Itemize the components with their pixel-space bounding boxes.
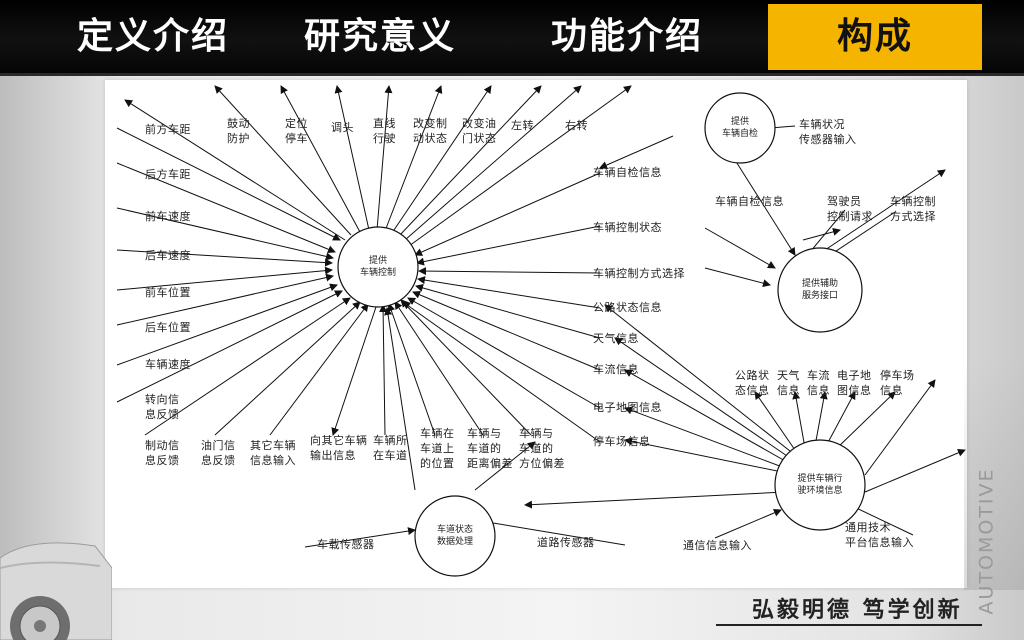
label-road-status: 公路状态信息 bbox=[593, 301, 662, 314]
label-self-check-info: 车辆自检信息 bbox=[593, 166, 662, 179]
diagram-arrows bbox=[116, 85, 966, 577]
label-control-mode-select: 车辆控制方式选择 bbox=[593, 267, 685, 280]
label-self-check-info-2: 车辆自检信息 bbox=[715, 195, 784, 208]
label-front-distance: 前方车距 bbox=[145, 123, 191, 136]
label-lane-distance: 车辆与 车道的 距离偏差 bbox=[467, 427, 513, 470]
label-steer-feedback: 转向信 息反馈 bbox=[145, 393, 180, 421]
tab-definition[interactable]: 定义介绍 bbox=[76, 16, 229, 57]
label-lane-direction: 车辆与 车道的 方位偏差 bbox=[519, 427, 565, 470]
label-brake: 鼓动 防护 bbox=[227, 117, 250, 145]
label-lane-position: 车辆在 车道上 的位置 bbox=[420, 427, 455, 470]
label-parking: 停车场信息 bbox=[593, 435, 651, 448]
label-other-vehicle-in: 其它车辆 信息输入 bbox=[250, 439, 296, 467]
node-env-info: 提供车辆行 驶环境信息 bbox=[797, 474, 843, 496]
tab-function[interactable]: 功能介绍 bbox=[550, 16, 703, 57]
label-control-mode: 车辆控制 方式选择 bbox=[890, 195, 936, 223]
label-comm-input: 通信信息输入 bbox=[683, 539, 752, 552]
label-platform-input: 通用技术 平台信息输入 bbox=[845, 521, 914, 549]
label-other-vehicle-out: 向其它车辆 输出信息 bbox=[310, 434, 368, 462]
label-svc-traffic: 车流 信息 bbox=[807, 369, 830, 397]
label-lane-location: 车辆所 在车道 bbox=[373, 434, 408, 462]
label-ctrl-state: 改变制 动状态 bbox=[413, 117, 448, 145]
label-turn: 调头 bbox=[331, 121, 354, 134]
node-vehicle-selfcheck: 提供 车辆自检 bbox=[721, 117, 758, 139]
label-throttle-feedback: 油门信 息反馈 bbox=[201, 439, 236, 467]
label-front-position: 前车位置 bbox=[145, 286, 191, 299]
top-nav-bar: 定义介绍 研究意义 功能介绍 构成 bbox=[0, 0, 1024, 76]
footer-slogan: 弘毅明德 笃学创新 bbox=[752, 597, 963, 623]
tab-composition[interactable]: 构成 bbox=[768, 4, 982, 70]
background-decoration bbox=[964, 360, 1024, 590]
label-svc-map: 电子地 图信息 bbox=[837, 369, 872, 397]
label-brake-feedback: 制动信 息反馈 bbox=[145, 439, 180, 467]
car-image bbox=[0, 542, 112, 640]
diagram-canvas: 提供 车辆控制 提供 车辆自检 提供辅助 服务接口 车道状态 数据处理 提供车辆… bbox=[105, 80, 967, 588]
node-road-data: 车道状态 数据处理 bbox=[436, 525, 473, 547]
tab-research-significance[interactable]: 研究意义 bbox=[303, 16, 456, 57]
label-control-status: 车辆控制状态 bbox=[593, 221, 662, 234]
label-throttle: 改变油 门状态 bbox=[462, 117, 497, 145]
label-svc-weather: 天气 信息 bbox=[777, 369, 800, 397]
node-vehicle-control: 提供 车辆控制 bbox=[359, 256, 396, 278]
node-assist-service: 提供辅助 服务接口 bbox=[801, 279, 838, 301]
label-front-speed: 前车速度 bbox=[145, 210, 191, 223]
label-driver-request: 驾驶员 控制请求 bbox=[827, 195, 873, 223]
label-straight: 直线 行驶 bbox=[373, 117, 396, 145]
label-svc-parking: 停车场 信息 bbox=[880, 369, 915, 397]
label-traffic: 车流信息 bbox=[593, 363, 639, 376]
label-road-sensor: 道路传感器 bbox=[537, 536, 595, 549]
footer-divider bbox=[716, 624, 982, 626]
label-vehicle-sensor: 车载传感器 bbox=[317, 538, 375, 551]
label-rear-speed: 后车速度 bbox=[145, 249, 191, 262]
label-left-turn: 左转 bbox=[511, 119, 534, 132]
label-svc-road: 公路状 态信息 bbox=[735, 369, 770, 397]
label-rear-position: 后车位置 bbox=[145, 321, 191, 334]
label-right-turn: 右转 bbox=[565, 119, 588, 132]
label-vehicle-speed: 车辆速度 bbox=[145, 358, 191, 371]
vertical-brand-text: AUTOMOTIVE bbox=[975, 467, 998, 615]
label-weather: 天气信息 bbox=[593, 332, 639, 345]
label-rear-distance: 后方车距 bbox=[145, 168, 191, 181]
label-locate: 定位 停车 bbox=[285, 117, 308, 145]
label-electronic-map: 电子地图信息 bbox=[593, 401, 662, 414]
label-status-sensor: 车辆状况 传感器输入 bbox=[799, 118, 857, 146]
